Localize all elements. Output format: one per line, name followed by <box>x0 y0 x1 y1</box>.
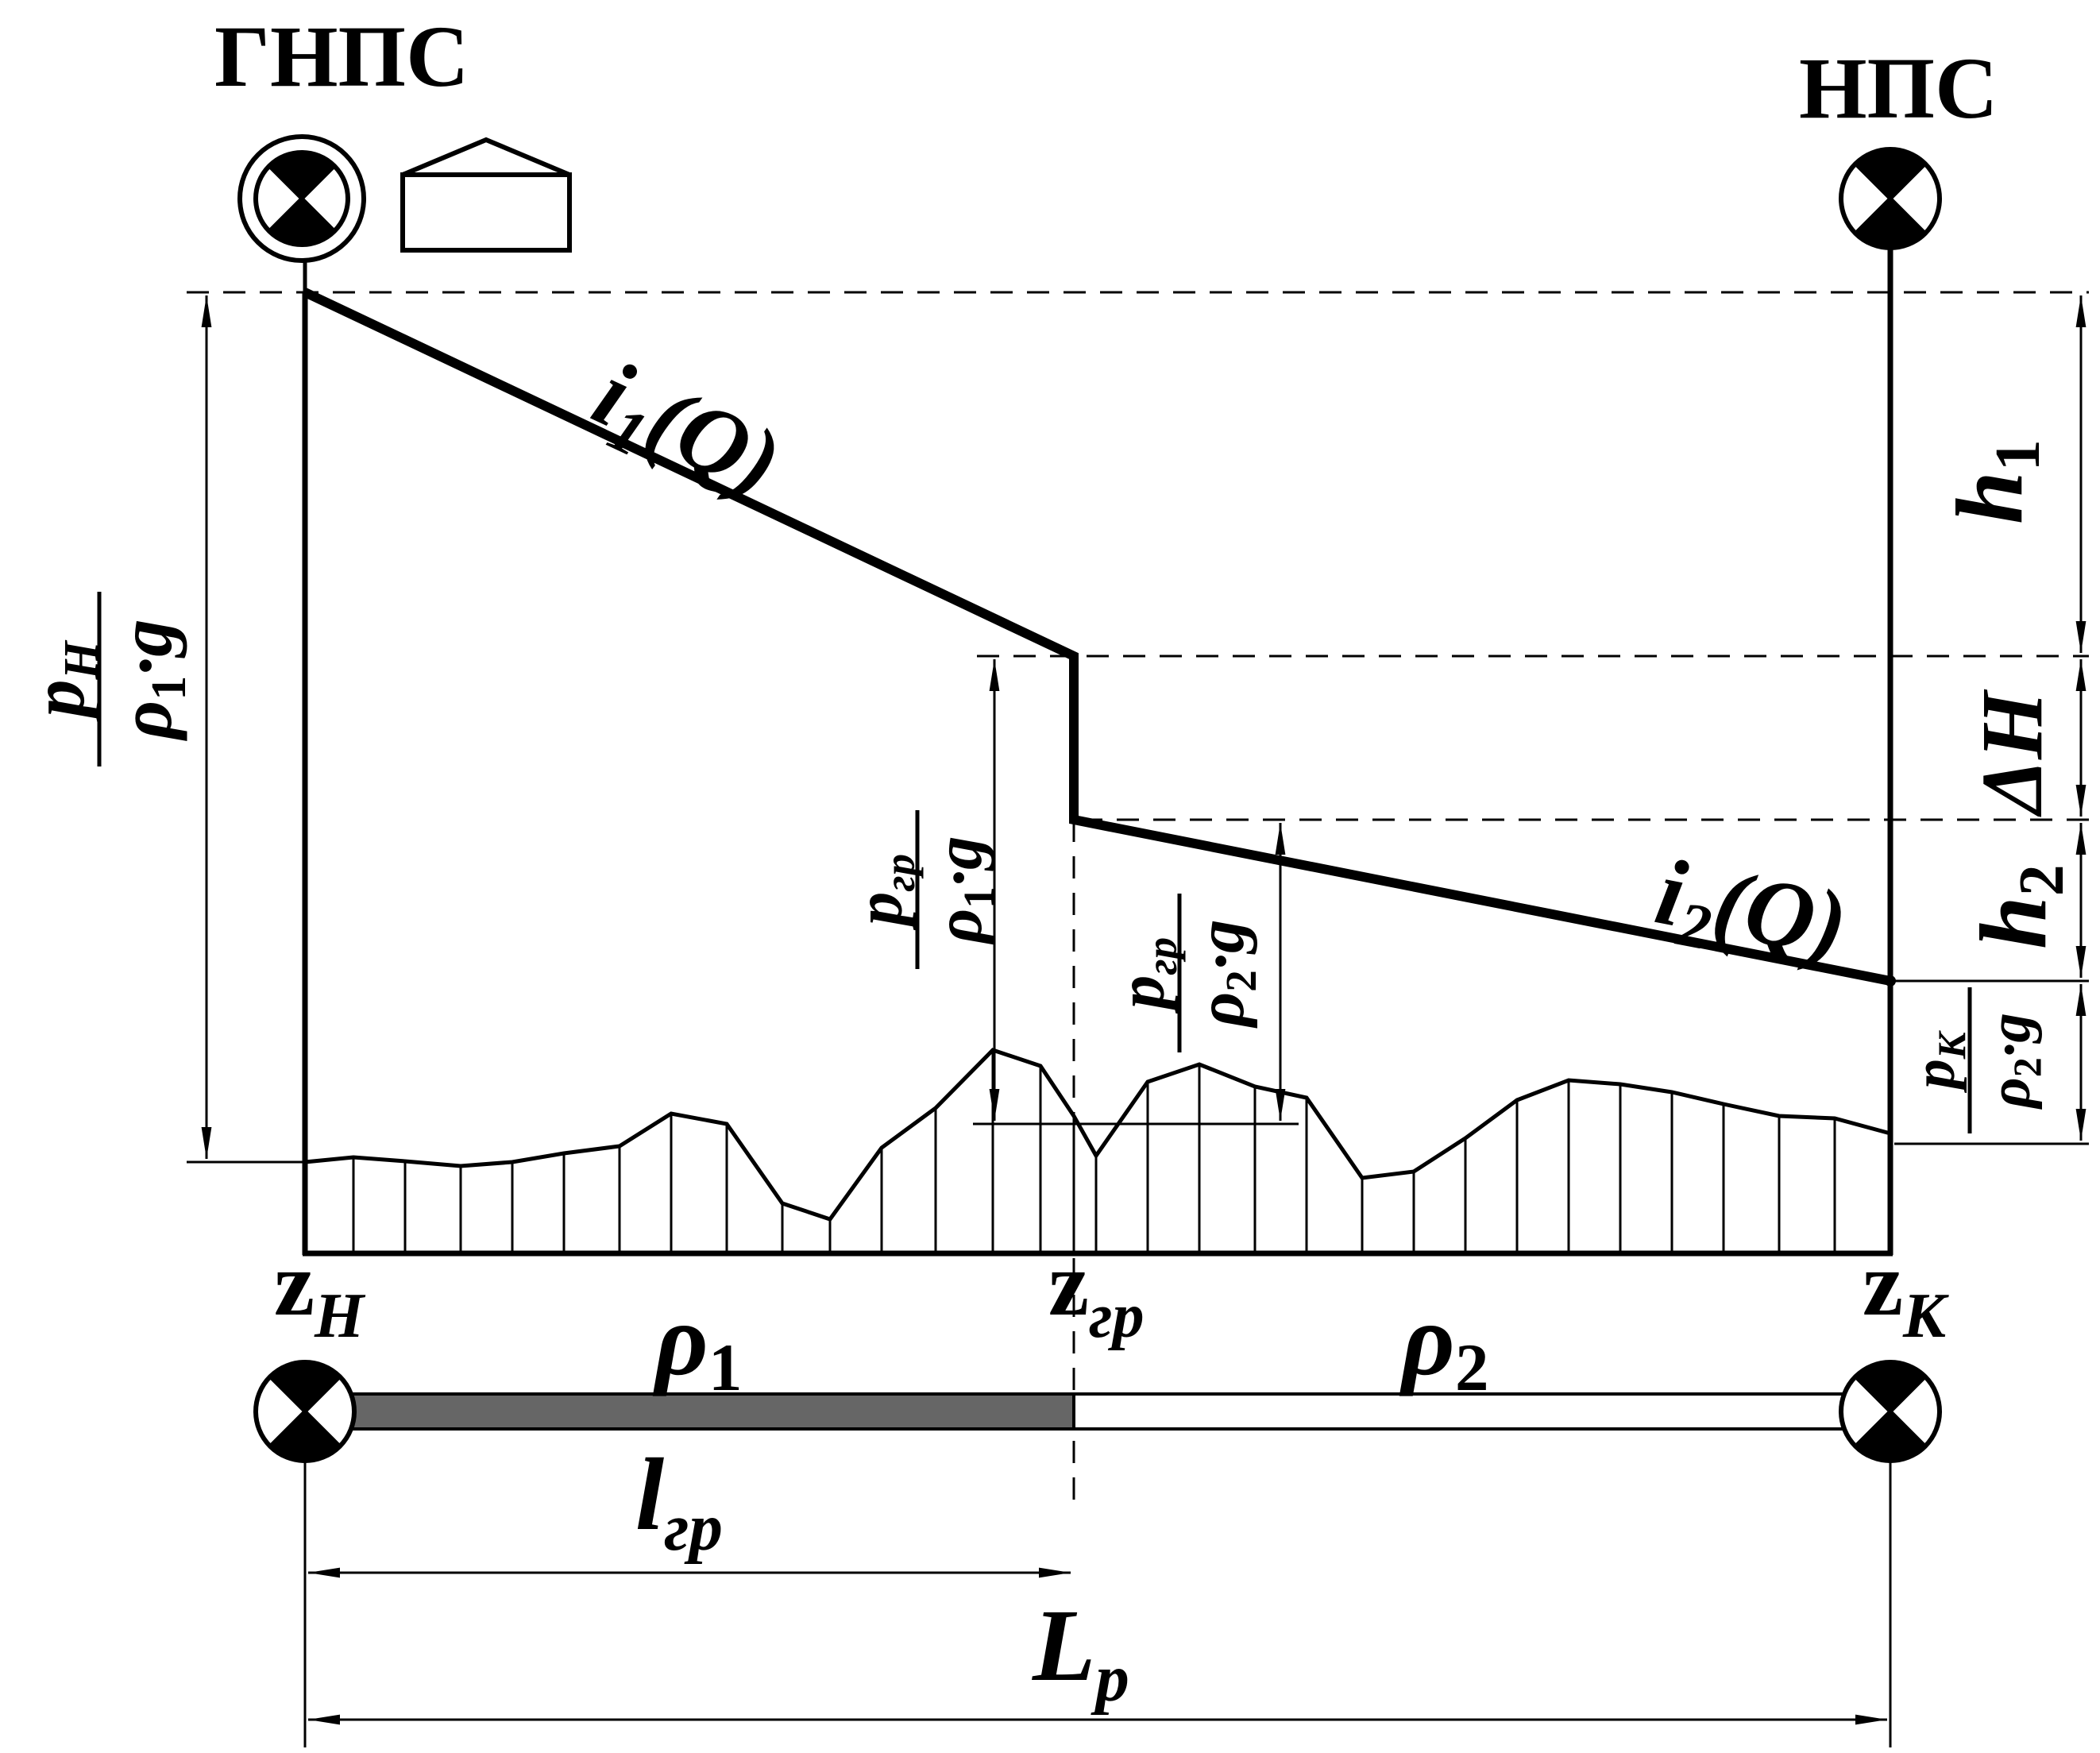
pipe-segment-2 <box>1072 1392 1846 1431</box>
h2-label: h2 <box>1960 864 2077 949</box>
pipe-schematic <box>348 1392 1846 1431</box>
svg-text:pК: pК <box>1901 1029 1974 1094</box>
gradient-end-point <box>1885 975 1896 987</box>
svg-text:ρ2·g: ρ2·g <box>1977 1013 2049 1110</box>
head-station-pump-icon <box>237 134 366 263</box>
svg-text:pгр: pгр <box>842 854 924 931</box>
z-start-label: zН <box>274 1234 366 1351</box>
boundary-pressure-fraction-1: pгр ρ1·g <box>842 810 1003 969</box>
head-pressure-fraction: pН ρ1·g <box>16 592 196 766</box>
svg-text:pгр: pгр <box>1104 937 1186 1014</box>
pipe-segment-1 <box>348 1392 1075 1431</box>
pipeline-frame <box>302 248 1893 1257</box>
svg-text:ρ2·g: ρ2·g <box>1183 919 1265 1029</box>
intermediate-station-pump-icon <box>1839 147 1942 250</box>
boundary-pressure-fraction-2: pгр ρ2·g <box>1104 894 1265 1052</box>
length-dimensions <box>303 1461 1892 1747</box>
tank-icon <box>400 137 572 253</box>
end-pump-icon <box>1839 1360 1942 1463</box>
svg-text:ρ1·g: ρ1·g <box>921 836 1003 945</box>
start-pump-icon <box>253 1360 357 1463</box>
terrain-profile <box>304 1048 1891 1253</box>
intermediate-station-label: НПС <box>1799 40 1998 137</box>
density-1-label: ρ1 <box>652 1283 742 1405</box>
density-2-label: ρ2 <box>1399 1283 1488 1405</box>
reference-lines-solid <box>187 979 2089 1164</box>
slope-2-label: i2(Q) <box>1646 838 1855 989</box>
total-length-label: Lр <box>1032 1589 1129 1716</box>
h1-label: h1 <box>1936 439 2053 524</box>
boundary-length-label: lгр <box>635 1438 723 1565</box>
dimension-arrows <box>201 295 2086 1159</box>
svg-text:ρ1·g: ρ1·g <box>103 619 196 741</box>
end-pressure-fraction: pК ρ2·g <box>1901 987 2049 1133</box>
head-station-label: ГНПС <box>214 8 469 105</box>
z-end-label: zК <box>1863 1234 1949 1351</box>
z-boundary-label: zгр <box>1048 1234 1145 1351</box>
svg-text:pН: pН <box>16 639 109 723</box>
hydraulic-gradient-line <box>303 288 1892 986</box>
delta-h-label: ΔH <box>1963 689 2060 817</box>
slope-1-label: i1(Q) <box>574 340 797 527</box>
